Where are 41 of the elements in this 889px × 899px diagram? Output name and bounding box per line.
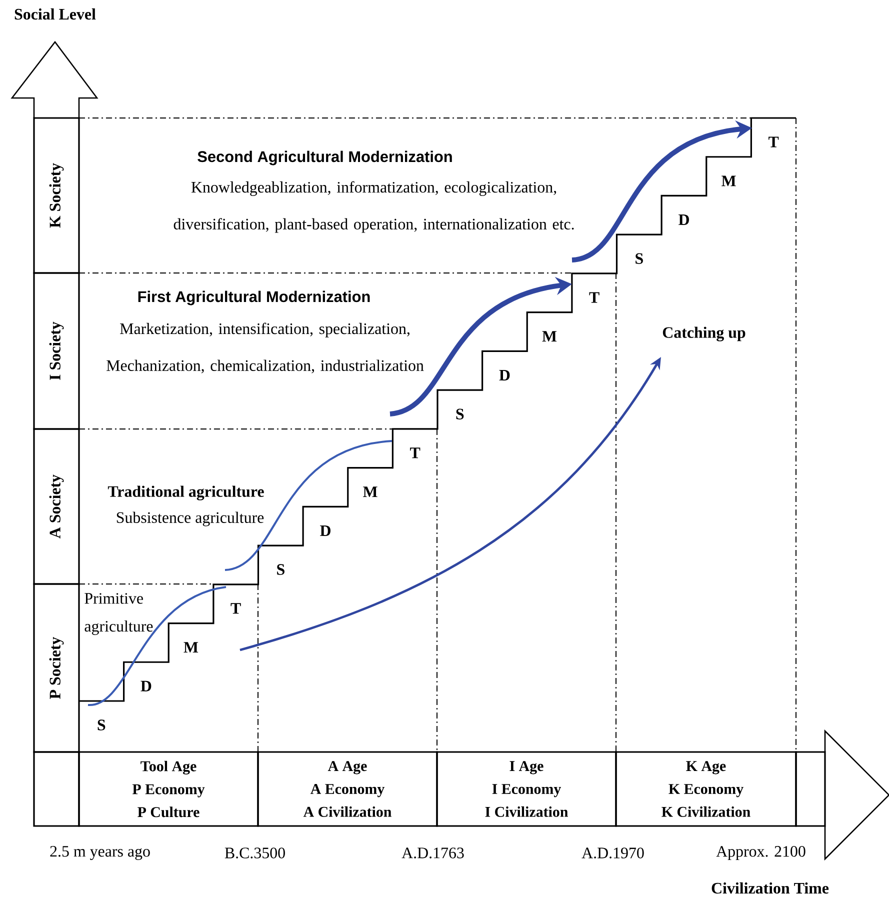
age-box: K Age K Economy K Civilization bbox=[615, 751, 797, 827]
description-text: Knowledgeablization, informatization, ecologicalization, diversification, plant-based operation, internationalization etc. bbox=[174, 181, 574, 233]
age-box: I Age I Economy I Civilization bbox=[436, 751, 617, 827]
step-letter: M bbox=[542, 331, 557, 342]
time-label: A.D.1763 bbox=[402, 848, 464, 858]
step-letter: S bbox=[277, 564, 284, 575]
civilization-time-label: Civilization Time bbox=[712, 882, 829, 894]
society-box: P Society bbox=[33, 583, 80, 753]
step-letter: D bbox=[140, 680, 152, 692]
step-letter: M bbox=[184, 642, 198, 653]
social-level-label: Social Level bbox=[14, 8, 96, 20]
society-box: I Society bbox=[33, 272, 80, 430]
empty-box bbox=[795, 751, 826, 827]
step-letter: M bbox=[363, 486, 378, 498]
section-heading: Traditional agriculture bbox=[108, 486, 264, 500]
catching-up-label: Catching up bbox=[662, 326, 746, 342]
time-label: Approx. 2100 bbox=[716, 846, 806, 860]
step-letter: M bbox=[722, 176, 736, 186]
section-heading: First Agricultural Modernization bbox=[138, 290, 370, 306]
step-letter: D bbox=[499, 370, 510, 380]
age-box: Tool Age P Economy P Culture bbox=[78, 751, 259, 827]
step-letter: S bbox=[456, 408, 464, 420]
step-letter: D bbox=[678, 214, 689, 225]
step-letter: T bbox=[410, 448, 420, 458]
age-box: A Age A Economy A Civilization bbox=[257, 751, 438, 827]
description-text: Primitive agriculture bbox=[84, 593, 153, 635]
step-letter: D bbox=[320, 525, 330, 536]
description-text: Marketization, intensification, specialization, Mechanization, chemicalization, industrialization bbox=[106, 322, 424, 374]
empty-box bbox=[33, 751, 80, 827]
description-text: Subsistence agriculture bbox=[116, 512, 264, 526]
step-letter: T bbox=[589, 292, 600, 303]
time-label: B.C.3500 bbox=[224, 848, 285, 858]
society-box: A Society bbox=[33, 428, 80, 585]
step-letter: T bbox=[230, 603, 241, 614]
step-letter: T bbox=[768, 136, 779, 148]
step-letter: S bbox=[98, 720, 106, 730]
time-label: 2.5 m years ago bbox=[50, 846, 150, 860]
step-letter: S bbox=[636, 253, 643, 264]
section-heading: Second Agricultural Modernization bbox=[198, 150, 452, 166]
society-box: K Society bbox=[33, 117, 80, 274]
time-label: A.D.1970 bbox=[582, 848, 644, 858]
